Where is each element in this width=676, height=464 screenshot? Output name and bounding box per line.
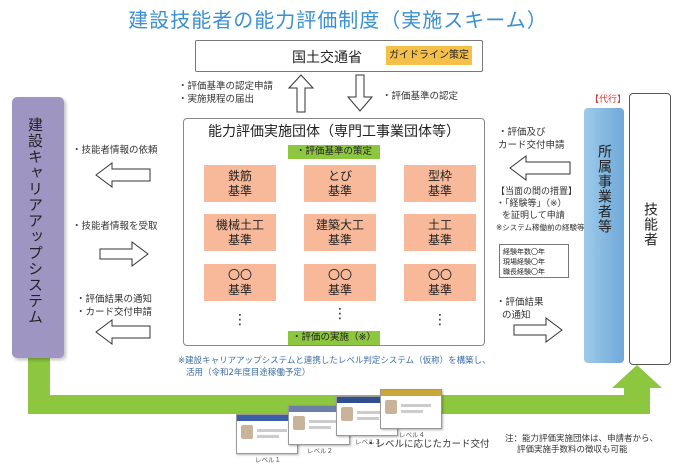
card-level-2-label: レベル２	[307, 447, 333, 455]
card-level-4: レベル４	[380, 389, 442, 439]
exp-years: 経験年数〇年	[503, 248, 545, 256]
flow-info-request-label: ・技能者情報の依頼	[72, 145, 158, 156]
interim-measure: 【当面の間の措置】 ・「経験等」（※） を証明して申請 ※システム稼働前の経験等	[496, 186, 585, 234]
exp-site: 現場経験〇年	[503, 258, 545, 266]
arrow-info-request	[95, 162, 151, 188]
experience-box: 経験年数〇年 現場経験〇年 職長経験〇年	[499, 244, 569, 278]
mlit-name: 国土交通省	[292, 50, 362, 66]
footnote-system-1: ※建設キャリアアップシステムと連携したレベル判定システム（仮称）を構築し、	[178, 356, 491, 366]
mlit-box: 国土交通省 ガイドライン策定	[195, 40, 483, 72]
flow-result-notice: ・評価結果の通知 ・カード交付申請	[76, 293, 152, 319]
interim-line-2: を証明して申請	[502, 211, 565, 221]
card-level-1-label: レベル１	[255, 456, 281, 464]
flow-result-2: の通知	[502, 310, 531, 321]
badge-criteria-setting: ・評価基準の策定	[288, 145, 380, 159]
career-system-label: 建設キャリアアップシステム	[26, 117, 44, 325]
more-dots: ⋮	[433, 312, 447, 328]
flow-application-2: カード交付申請	[498, 140, 565, 151]
flow-application-1: ・評価及び	[498, 127, 546, 138]
criteria-cell: 〇〇基準	[204, 264, 276, 301]
guideline-badge: ガイドライン策定	[386, 46, 472, 65]
arrow-result	[513, 317, 563, 343]
flow-result-1: ・評価結果	[496, 297, 544, 308]
criteria-cell: 〇〇基準	[404, 264, 476, 301]
page-title: 建設技能者の能力評価制度（実施スキーム）	[128, 8, 548, 32]
proxy-tag: 【代行】	[590, 95, 627, 105]
worker-box: 技能者	[629, 93, 671, 365]
worker-label: 技能者	[642, 202, 658, 247]
flow-application: ・評価及び カード交付申請	[498, 126, 565, 152]
note-cert-application: ・評価基準の認定申請	[178, 81, 274, 92]
notes-left-top: ・評価基準の認定申請 ・実施規程の届出	[178, 80, 273, 106]
card-caption: ・レベルに応じたカード交付	[366, 439, 490, 450]
arrow-info-receive	[99, 241, 149, 267]
card-level-4-label: レベル４	[399, 431, 425, 439]
more-dots: ⋮	[333, 306, 347, 322]
card-level-2: レベル２	[288, 405, 350, 455]
footnote-fee: 注：能力評価実施団体は、申請者から、 評価実施手数料の徴収も可能	[505, 434, 658, 456]
footnote-system: ※建設キャリアアップシステムと連携したレベル判定システム（仮称）を構築し、 活用…	[178, 355, 491, 379]
interim-note: ※システム稼働前の経験等	[496, 223, 585, 232]
more-dots: ⋮	[233, 312, 247, 328]
criteria-cell: 鉄筋基準	[204, 165, 276, 202]
criteria-cell: 建築大工基準	[304, 214, 376, 251]
footnote-system-2: 活用（令和2年度目途稼働予定）	[186, 368, 311, 378]
criteria-cell: 土工基準	[404, 214, 476, 251]
arrow-application	[509, 155, 571, 181]
arrow-down-from-mlit	[346, 74, 374, 112]
flow-result-notice-1: ・評価結果の通知	[76, 294, 153, 305]
flow-result-notice-2: ・カード交付申請	[76, 307, 153, 318]
flow-result: ・評価結果 の通知	[496, 296, 544, 322]
firm-box: 所属事業者等	[584, 108, 624, 363]
criteria-cell: 機械土工基準	[204, 214, 276, 251]
exp-foreman: 職長経験〇年	[503, 268, 545, 276]
interim-title: 【当面の間の措置】	[496, 187, 578, 197]
card-level-3-label: レベル３	[355, 438, 381, 446]
criteria-cell: とび基準	[304, 165, 376, 202]
arrow-up-to-mlit	[287, 74, 315, 113]
footnote-fee-2: 評価実施手数料の徴収も可能	[517, 445, 628, 455]
career-system-box: 建設キャリアアップシステム	[12, 97, 64, 358]
evaluation-body-title: 能力評価実施団体（専門工事業団体等）	[208, 124, 460, 140]
green-return-arrow	[28, 358, 662, 414]
criteria-cell: 〇〇基準	[304, 264, 376, 301]
badge-evaluation: ・評価の実施（※）	[288, 331, 380, 345]
footnote-fee-1: 注：能力評価実施団体は、申請者から、	[505, 434, 659, 444]
criteria-cell: 型枠基準	[404, 165, 476, 202]
interim-line-1: ・「経験等」（※）	[496, 199, 567, 209]
flow-info-receive-label: ・技能者情報を受取	[72, 221, 158, 232]
card-level-1: レベル１	[236, 414, 298, 464]
arrow-result-notice	[95, 319, 151, 345]
note-rules-filing: ・実施規程の届出	[178, 94, 255, 105]
note-cert: ・評価基準の認定	[382, 91, 459, 102]
firm-label: 所属事業者等	[596, 144, 612, 234]
